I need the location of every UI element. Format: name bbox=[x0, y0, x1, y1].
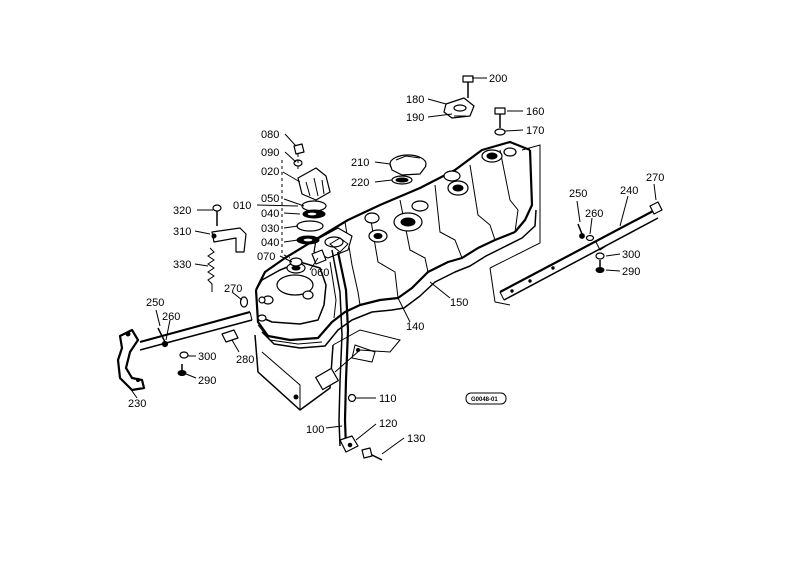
rocker-cover bbox=[254, 140, 537, 349]
label-250-left: 250 bbox=[146, 297, 164, 309]
label-250-right: 250 bbox=[569, 188, 587, 200]
label-200: 200 bbox=[489, 73, 507, 85]
label-320: 320 bbox=[173, 205, 191, 217]
lifting-plate bbox=[443, 75, 506, 136]
label-280: 280 bbox=[236, 354, 254, 366]
drawing-code: G0048-01 bbox=[471, 397, 498, 403]
label-260-left: 260 bbox=[162, 311, 180, 323]
label-120: 120 bbox=[379, 418, 397, 430]
breather-assembly bbox=[281, 143, 331, 267]
label-020: 020 bbox=[261, 166, 279, 178]
leader-lines bbox=[129, 77, 657, 455]
dipstick-guide bbox=[329, 237, 383, 461]
label-140: 140 bbox=[406, 321, 424, 333]
label-030: 030 bbox=[261, 223, 279, 235]
label-080: 080 bbox=[261, 129, 279, 141]
label-270-left: 270 bbox=[224, 283, 242, 295]
label-240: 240 bbox=[620, 185, 638, 197]
label-130: 130 bbox=[407, 433, 425, 445]
label-300-right: 300 bbox=[622, 249, 640, 261]
label-290-left: 290 bbox=[198, 375, 216, 387]
label-290-right: 290 bbox=[622, 266, 640, 278]
label-190: 190 bbox=[406, 112, 424, 124]
left-lever-shaft-assembly bbox=[116, 204, 253, 392]
engine-block-outline bbox=[254, 329, 401, 411]
label-180: 180 bbox=[406, 94, 424, 106]
label-310: 310 bbox=[173, 226, 191, 238]
right-shaft-assembly bbox=[489, 144, 663, 306]
label-270-right: 270 bbox=[646, 172, 664, 184]
label-040-lower: 040 bbox=[261, 237, 279, 249]
label-160: 160 bbox=[526, 106, 544, 118]
label-050: 050 bbox=[261, 193, 279, 205]
label-230: 230 bbox=[128, 398, 146, 410]
label-170: 170 bbox=[526, 125, 544, 137]
label-070: 070 bbox=[257, 251, 275, 263]
label-090: 090 bbox=[261, 147, 279, 159]
oil-filler-cap bbox=[389, 154, 427, 185]
label-260-right: 260 bbox=[585, 208, 603, 220]
label-060: 060 bbox=[311, 267, 329, 279]
label-100: 100 bbox=[306, 424, 324, 436]
label-210: 210 bbox=[351, 157, 369, 169]
label-330: 330 bbox=[173, 259, 191, 271]
label-300-left: 300 bbox=[198, 351, 216, 363]
label-150: 150 bbox=[450, 297, 468, 309]
label-110: 110 bbox=[379, 393, 397, 405]
label-040-upper: 040 bbox=[261, 208, 279, 220]
label-220: 220 bbox=[351, 177, 369, 189]
label-010: 010 bbox=[233, 200, 251, 212]
drawing-code-badge: G0048-01 bbox=[465, 392, 507, 405]
part-labels: 200 180 190 160 170 080 090 020 210 220 … bbox=[128, 73, 664, 445]
